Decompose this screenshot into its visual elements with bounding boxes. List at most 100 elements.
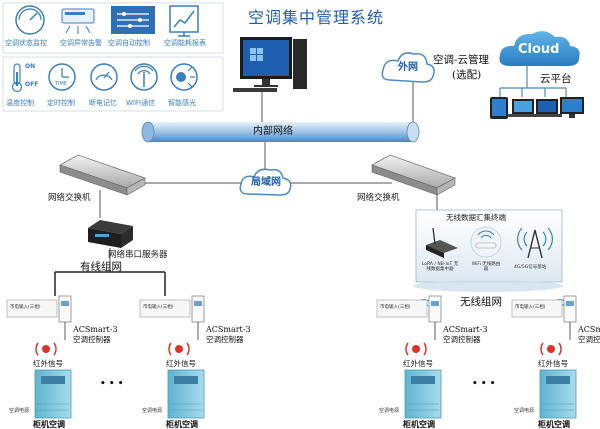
ir-wave-left bbox=[35, 342, 39, 356]
management-pc bbox=[233, 37, 307, 92]
ellipsis-left: • • • bbox=[100, 379, 124, 389]
cell-tower-label: 4G/5G信号基站 bbox=[514, 265, 547, 270]
ac-power-label: 空调电源 bbox=[379, 408, 400, 414]
network-switch-left bbox=[59, 154, 146, 196]
ac-alarm-icon bbox=[61, 8, 95, 34]
switch-left-label: 网络交换机 bbox=[48, 193, 91, 203]
gauge-icon bbox=[15, 5, 45, 35]
laptop-device-2 bbox=[532, 99, 562, 117]
acsmart-controller bbox=[58, 295, 72, 340]
ir-wave-right bbox=[53, 342, 57, 356]
lora-label: LoRA / NB-IoT 无线数据集中器 bbox=[421, 262, 459, 273]
power-input-box bbox=[511, 299, 563, 318]
ir-wave-left bbox=[168, 342, 172, 356]
acsmart-controller bbox=[428, 295, 442, 340]
light-sensor-icon bbox=[170, 63, 198, 91]
cloud-optional-label: (选配) bbox=[452, 69, 482, 81]
ac-unit bbox=[511, 295, 577, 419]
network-switch-right bbox=[371, 154, 456, 196]
ac-unit bbox=[139, 295, 205, 419]
cabinet-ac-unit bbox=[404, 369, 442, 419]
feature-panel-bottom bbox=[2, 56, 224, 112]
cabinet-ac-unit bbox=[34, 369, 72, 419]
feature-label-light: 智能感光 bbox=[168, 99, 196, 107]
lan-label: 局域网 bbox=[251, 177, 281, 188]
intranet-pipe bbox=[141, 121, 420, 143]
off-label: OFF bbox=[25, 81, 39, 88]
wireless-group-label: 无线组网 bbox=[460, 296, 502, 308]
serial-server bbox=[88, 220, 133, 248]
power-input-box bbox=[376, 299, 428, 318]
ir-signal-label: 红外信号 bbox=[33, 359, 63, 368]
wired-bus bbox=[54, 271, 166, 296]
energy-report-icon bbox=[169, 5, 199, 37]
feature-panel-top bbox=[2, 2, 224, 54]
cabinet-ac-unit bbox=[167, 369, 205, 419]
ac-unit bbox=[376, 295, 442, 419]
controller-model-label: ACSmart-3 bbox=[206, 325, 251, 334]
ir-emitter-icon bbox=[547, 345, 555, 353]
ir-signal-label: 红外信号 bbox=[166, 359, 196, 368]
ir-wave-right bbox=[558, 342, 562, 356]
controller-label: 空调控制器 bbox=[578, 335, 600, 344]
ir-signal-label: 红外信号 bbox=[403, 359, 433, 368]
wifi-router-label: WiFi 无线路由器 bbox=[471, 262, 501, 273]
ir-wave-left bbox=[405, 342, 409, 356]
ir-emitter-icon bbox=[42, 345, 50, 353]
cloud-mgmt-label: 空调-云管理 bbox=[433, 54, 490, 66]
ir-wave-right bbox=[423, 342, 427, 356]
controller-label: 空调控制器 bbox=[206, 335, 244, 344]
ac-power-label: 空调电源 bbox=[9, 408, 30, 414]
laptop-device bbox=[508, 99, 538, 117]
feature-label-memory: 断电记忆 bbox=[89, 99, 117, 107]
cloud-platform bbox=[499, 31, 580, 67]
clock-icon bbox=[48, 63, 76, 91]
extranet-cloud bbox=[381, 52, 435, 83]
power-input-label: 市电输入(三相) bbox=[380, 305, 411, 310]
controller-model-label: ACSmart-3 bbox=[73, 325, 118, 334]
ellipsis-right: • • • bbox=[472, 379, 496, 389]
wifi-icon bbox=[130, 63, 158, 91]
ir-wave-right bbox=[186, 342, 190, 356]
cabinet-ac-label: 柜机空调 bbox=[33, 419, 65, 429]
auto-control-icon bbox=[111, 6, 155, 34]
power-input-box bbox=[6, 299, 58, 318]
page-title: 空调集中管理系统 bbox=[248, 8, 385, 27]
thermometer-icon bbox=[11, 63, 23, 93]
tablet-device bbox=[490, 97, 508, 119]
feature-label-status: 空调状态监控 bbox=[5, 39, 47, 47]
wireless-terminal-title: 无线数据汇集终端 bbox=[446, 213, 506, 222]
cell-tower-icon bbox=[517, 227, 553, 259]
ir-emitter-icon bbox=[412, 345, 420, 353]
power-input-label: 市电输入(三相) bbox=[143, 305, 174, 310]
wired-group-label: 有线组网 bbox=[80, 261, 122, 273]
cloud-label: Cloud bbox=[518, 42, 560, 57]
controller-label: 空调控制器 bbox=[73, 335, 111, 344]
intranet-label: 内部网络 bbox=[253, 126, 293, 137]
ac-unit bbox=[6, 295, 72, 419]
power-memory-icon bbox=[90, 63, 118, 91]
controller-model-label: ACSmart-3 bbox=[578, 325, 600, 334]
ac-power-label: 空调电源 bbox=[142, 408, 163, 414]
feature-label-report: 空调能耗报表 bbox=[164, 39, 206, 47]
ir-wave-left bbox=[540, 342, 544, 356]
lan-cloud bbox=[239, 168, 292, 196]
cabinet-ac-label: 柜机空调 bbox=[538, 419, 570, 429]
controller-model-label: ACSmart-3 bbox=[443, 325, 488, 334]
feature-label-timer: 定时控制 bbox=[47, 99, 75, 107]
power-input-label: 市电输入(三相) bbox=[10, 305, 41, 310]
wifi-router-icon bbox=[470, 226, 502, 258]
cabinet-ac-label: 柜机空调 bbox=[403, 419, 435, 429]
acsmart-controller bbox=[563, 295, 577, 340]
feature-label-auto: 空调自动控制 bbox=[108, 39, 150, 47]
cloud-client-lines bbox=[499, 87, 567, 97]
extranet-label: 外网 bbox=[398, 62, 418, 73]
feature-label-temp: 温度控制 bbox=[6, 99, 34, 107]
time-label: TIME bbox=[55, 81, 68, 87]
switch-right-label: 网络交换机 bbox=[357, 193, 400, 203]
ir-emitter-icon bbox=[175, 345, 183, 353]
feature-label-wifi: WIFI通信 bbox=[126, 99, 156, 107]
power-input-label: 市电输入(三相) bbox=[515, 305, 546, 310]
ir-signal-label: 红外信号 bbox=[538, 359, 568, 368]
